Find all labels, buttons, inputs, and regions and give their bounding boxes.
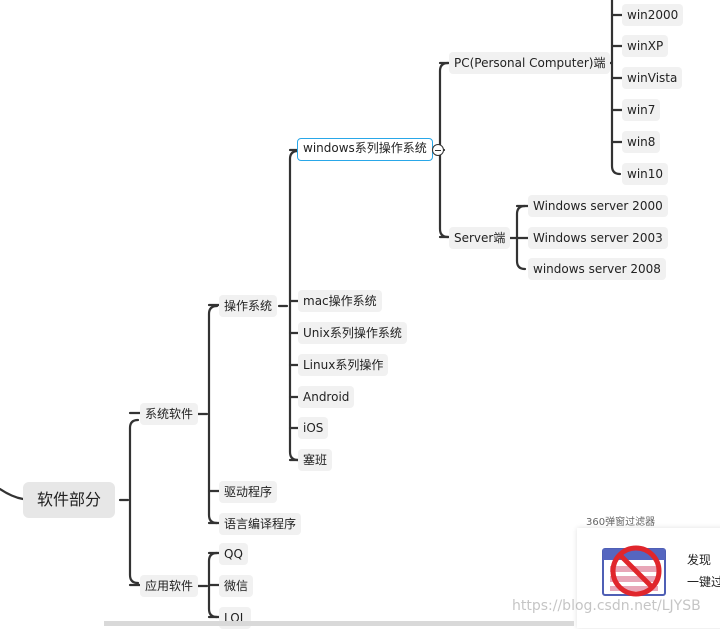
watermark: https://blog.csdn.net/LJYSB — [512, 598, 701, 614]
windows-server-2003-node[interactable]: Windows server 2003 — [528, 227, 668, 249]
popup-text-line2[interactable]: 一键过 — [687, 575, 720, 589]
winxp-node[interactable]: winXP — [622, 35, 669, 57]
unix-node[interactable]: Unix系列操作系统 — [298, 322, 407, 344]
root-node[interactable]: 软件部分 — [23, 482, 116, 518]
driver-node[interactable]: 驱动程序 — [219, 481, 278, 503]
popup-text-line1: 发现 — [687, 553, 712, 567]
windows-server-2008-node[interactable]: windows server 2008 — [528, 258, 666, 280]
system-software-node[interactable]: 系统软件 — [140, 403, 199, 425]
win7-node[interactable]: win7 — [622, 99, 661, 121]
compiler-node[interactable]: 语言编译程序 — [219, 513, 302, 535]
winvista-node[interactable]: winVista — [622, 67, 683, 89]
operating-system-node[interactable]: 操作系统 — [219, 295, 278, 317]
horizontal-scrollbar[interactable] — [104, 621, 574, 626]
popup-filter-title: 360弹窗过滤器 — [586, 517, 656, 528]
qq-node[interactable]: QQ — [219, 543, 248, 565]
application-software-node[interactable]: 应用软件 — [140, 575, 199, 597]
server-client-node[interactable]: Server端 — [449, 227, 511, 249]
mac-os-node[interactable]: mac操作系统 — [298, 290, 382, 312]
pc-client-node[interactable]: PC(Personal Computer)端 — [449, 52, 611, 74]
android-node[interactable]: Android — [298, 386, 355, 408]
win2000-node[interactable]: win2000 — [622, 4, 684, 26]
linux-node[interactable]: Linux系列操作 — [298, 354, 389, 376]
blocked-window-icon — [602, 545, 666, 597]
windows-server-2000-node[interactable]: Windows server 2000 — [528, 195, 668, 217]
wechat-node[interactable]: 微信 — [219, 575, 254, 597]
ios-node[interactable]: iOS — [298, 417, 329, 439]
collapse-toggle-button[interactable] — [432, 144, 444, 156]
win8-node[interactable]: win8 — [622, 131, 661, 153]
windows-series-node[interactable]: windows系列操作系统 — [297, 138, 433, 161]
saiban-node[interactable]: 塞班 — [298, 449, 333, 471]
win10-node[interactable]: win10 — [622, 163, 669, 185]
